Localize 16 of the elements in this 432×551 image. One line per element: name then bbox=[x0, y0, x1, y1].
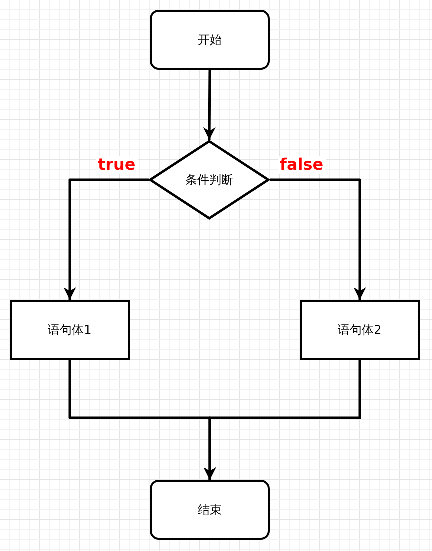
start-box bbox=[150, 10, 270, 70]
node-text: 语句体1 bbox=[48, 322, 92, 338]
node-text: 结束 bbox=[198, 502, 222, 518]
edge-label: false bbox=[278, 156, 326, 174]
node-text: 语句体2 bbox=[338, 322, 382, 338]
process-box bbox=[10, 300, 130, 360]
node-text: 开始 bbox=[198, 32, 222, 48]
end-box bbox=[150, 480, 270, 540]
process-box bbox=[300, 300, 420, 360]
edge-label: true bbox=[96, 156, 138, 174]
arrow bbox=[203, 70, 216, 140]
arrow bbox=[270, 178, 366, 300]
arrow bbox=[64, 178, 149, 300]
decision-diamond bbox=[149, 140, 270, 220]
arrow bbox=[204, 360, 362, 480]
node-text: 条件判断 bbox=[186, 172, 234, 188]
